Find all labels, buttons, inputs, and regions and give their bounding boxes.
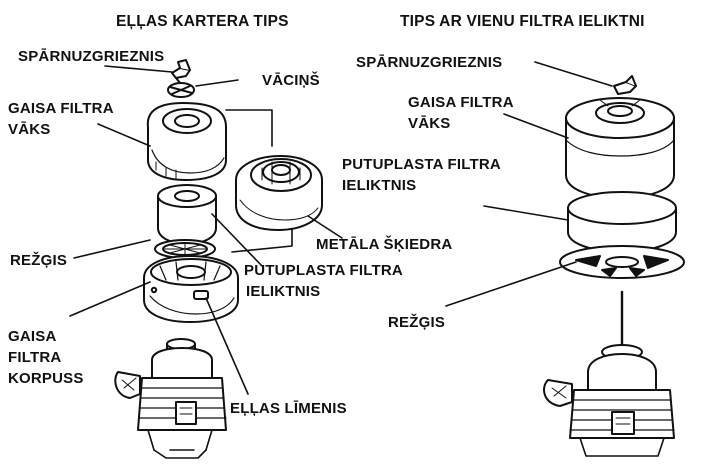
right-foam-element-part [567,191,677,253]
left-cap-part [167,82,195,98]
metal-fiber-part [235,155,323,231]
left-wing-nut-part [171,59,191,85]
label-cap: VĀCIŅŠ [262,72,320,89]
label-metal-fiber: METĀLA ŠĶIEDRA [316,236,453,253]
label-left-air-filter-cover: GAISA FILTRA VĀKS [8,100,114,138]
label-right-foam-element: PUTUPLASTA FILTRA IELIKTNIS [342,156,501,194]
label-oil-level: EĻĻAS LĪMENIS [230,400,347,417]
label-right-grid: REŽĢIS [388,314,446,331]
label-right-air-filter-cover: GAISA FILTRA VĀKS [408,94,514,132]
single-element-type-assembly [445,61,685,457]
label-air-filter-housing: GAISA FILTRA KORPUSS [8,328,84,387]
right-cover-part [565,97,675,199]
left-foam-element-part [157,184,217,245]
left-housing-part [143,255,239,323]
label-left-foam-element: PUTUPLASTA FILTRA IELIKTNIS [244,262,403,300]
right-wing-nut-part [613,75,637,95]
left-air-filter-cover-part [146,102,227,181]
oil-bath-type-assembly [69,59,343,459]
left-engine-part [114,338,227,459]
right-grid-part [559,245,685,279]
heading-oil-bath-type: EĻĻAS KARTERA TIPS [116,13,289,30]
right-engine-part [543,344,675,457]
right-leader-lines [445,61,613,307]
heading-single-element-type: TIPS AR VIENU FILTRA IELIKTNI [400,13,645,30]
label-right-wing-nut: SPĀRNUZGRIEZNIS [356,54,503,71]
label-left-grid: REŽĢIS [10,252,68,269]
label-left-wing-nut: SPĀRNUZGRIEZNIS [18,48,165,65]
left-leader-lines [69,65,343,395]
